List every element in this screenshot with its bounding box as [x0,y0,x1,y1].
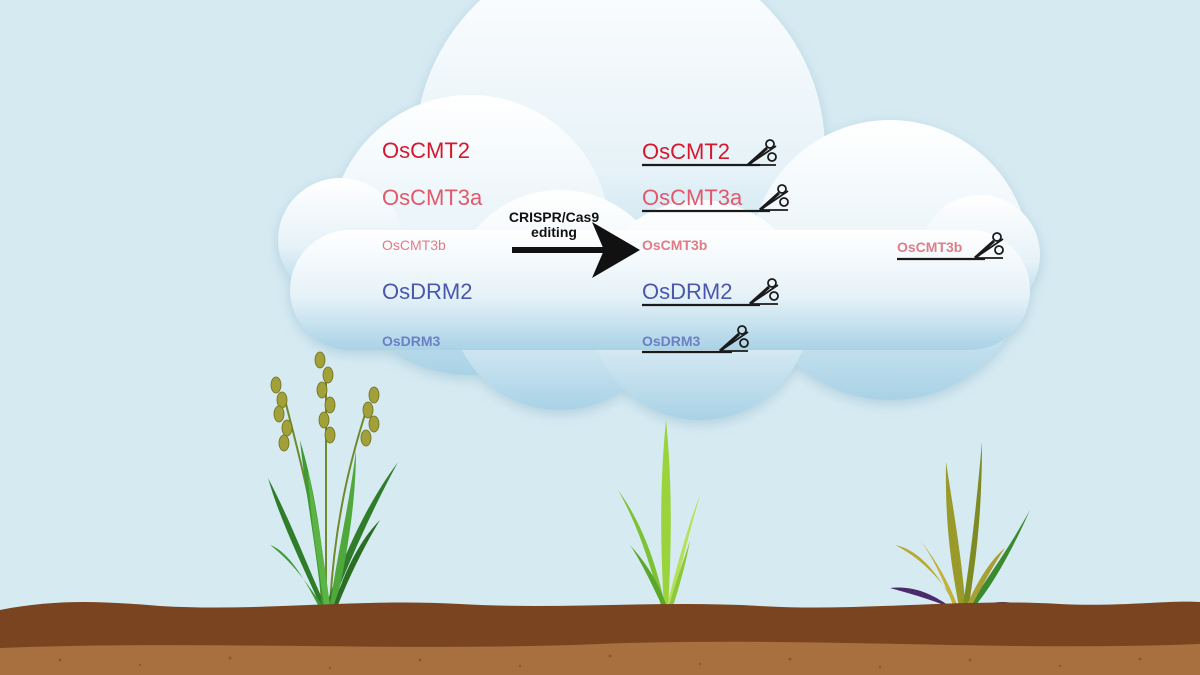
rice-plant-mature [268,351,398,606]
gene-label-left: OsCMT2 [382,138,470,163]
gene-label-left: OsDRM3 [382,333,441,349]
gene-label-edited: OsCMT3a [642,185,743,210]
arrow-label-line2: editing [531,224,577,241]
gene-label-left: OsCMT3a [382,185,483,210]
gene-label-left: OsCMT3b [382,237,446,253]
arrow-label: CRISPR/Cas9 editing [498,209,610,241]
arrow-right-icon [512,222,640,278]
edited-gene-underlines [642,163,985,354]
scissors-icon [758,184,789,212]
arrow-label-line1: CRISPR/Cas9 [508,209,600,225]
scissors-group [718,139,1004,353]
scissors-icon [973,232,1004,260]
rice-plant-seedling [618,420,700,610]
soil [0,601,1200,675]
gene-label-edited: OsDRM2 [642,279,733,304]
gene-label-edited: OsDRM3 [642,333,701,349]
scissors-icon [718,325,749,353]
cloud [278,0,1040,420]
scissors-icon [746,139,777,167]
gene-label-edited: OsCMT3b [642,237,708,253]
scissors-icon [748,278,779,306]
gene-label-left: OsDRM2 [382,279,473,304]
gene-label-edited: OsCMT2 [642,139,730,164]
gene-label-right: OsCMT3b [897,239,963,255]
